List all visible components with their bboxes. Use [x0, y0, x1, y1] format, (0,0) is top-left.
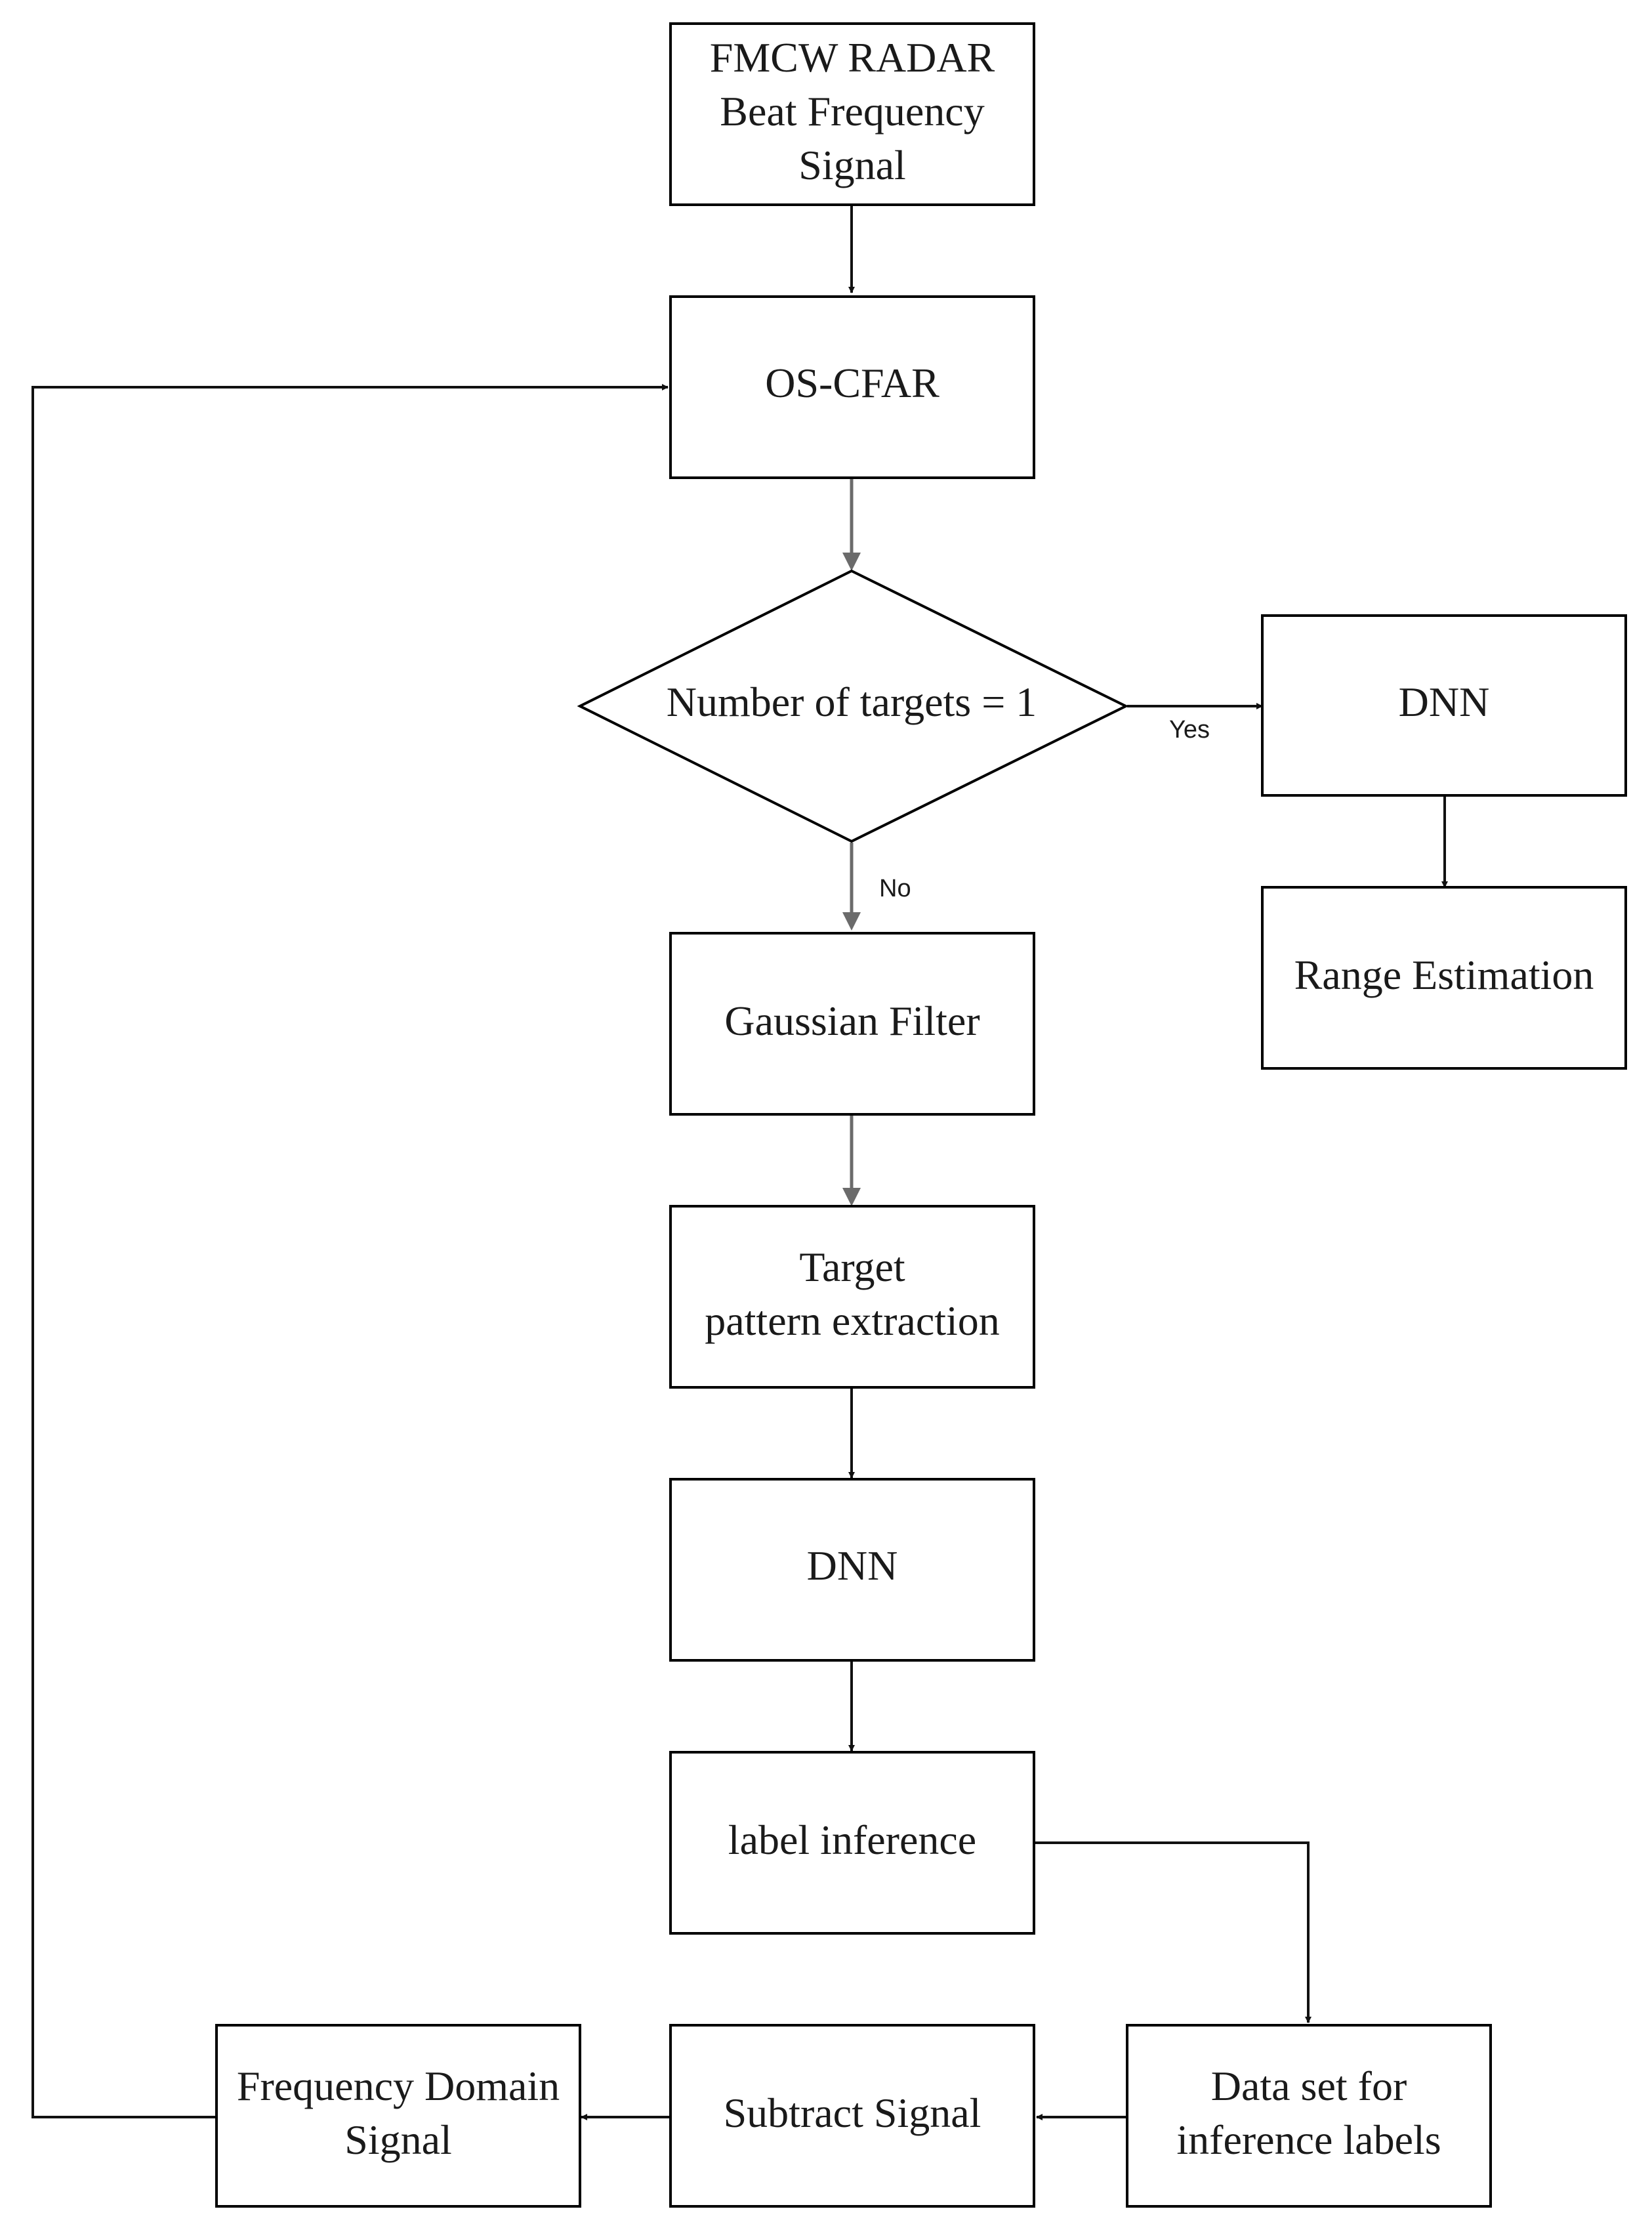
connectors [31, 206, 1448, 2120]
node-os-cfar: OS-CFAR [669, 295, 1035, 479]
node-decision-text: Number of targets = 1 [667, 679, 1037, 725]
node-subtract-signal-text: Subtract Signal [724, 2090, 981, 2136]
yes-label: Yes [1169, 716, 1210, 744]
arrowhead-gaussian-to-target [842, 1188, 861, 1206]
no-label: No [879, 875, 911, 902]
node-text-line: Signal [344, 2116, 452, 2163]
node-subtract-signal: Subtract Signal [669, 2024, 1035, 2208]
node-gaussian-filter: Gaussian Filter [669, 932, 1035, 1116]
node-text-line: OS-CFAR [765, 360, 940, 406]
node-dnn-center: DNN [669, 1478, 1035, 1662]
node-label-inference-text: label inference [728, 1817, 976, 1863]
node-text-line: Target [799, 1244, 905, 1290]
node-data-set-text: Data set for inference labels [1176, 2063, 1441, 2163]
node-text-line: Gaussian Filter [724, 998, 980, 1044]
edge-label-to-dataset [1035, 1841, 1311, 2023]
node-text-line: pattern extraction [705, 1297, 1000, 1344]
node-text-line: DNN [807, 1542, 898, 1589]
node-target-pattern-extraction: Target pattern extraction [669, 1205, 1035, 1389]
node-text-line: Signal [798, 142, 906, 188]
node-dnn-center-text: DNN [807, 1542, 898, 1589]
edge-feedback-loop [31, 384, 669, 2118]
node-decision-number-of-targets: Number of targets = 1 [577, 569, 1129, 843]
node-text-line: FMCW RADAR [710, 34, 995, 81]
node-text-line: Range Estimation [1294, 952, 1594, 998]
node-text-line: Number of targets = 1 [667, 679, 1037, 725]
node-range-estimation-text: Range Estimation [1294, 952, 1594, 998]
node-dnn-right-text: DNN [1399, 679, 1490, 725]
node-text-line: DNN [1399, 679, 1490, 725]
arrowhead-decision-no [842, 912, 861, 931]
node-gaussian-filter-text: Gaussian Filter [724, 998, 980, 1044]
node-target-pattern-extraction-text: Target pattern extraction [705, 1244, 1000, 1344]
node-text-line: Subtract Signal [724, 2090, 981, 2136]
node-label-inference: label inference [669, 1751, 1035, 1935]
node-range-estimation: Range Estimation [1261, 886, 1627, 1070]
node-text-line: inference labels [1176, 2116, 1441, 2163]
node-text-line: Data set for [1211, 2063, 1407, 2109]
node-os-cfar-text: OS-CFAR [765, 360, 940, 406]
node-text-line: Beat Frequency [720, 88, 984, 135]
node-text-line: label inference [728, 1817, 976, 1863]
node-text-line: Frequency Domain [237, 2063, 560, 2109]
arrowhead-oscfar-to-decision [842, 553, 861, 571]
node-dnn-right: DNN [1261, 614, 1627, 797]
node-data-set-for-inference-labels: Data set for inference labels [1126, 2024, 1492, 2208]
